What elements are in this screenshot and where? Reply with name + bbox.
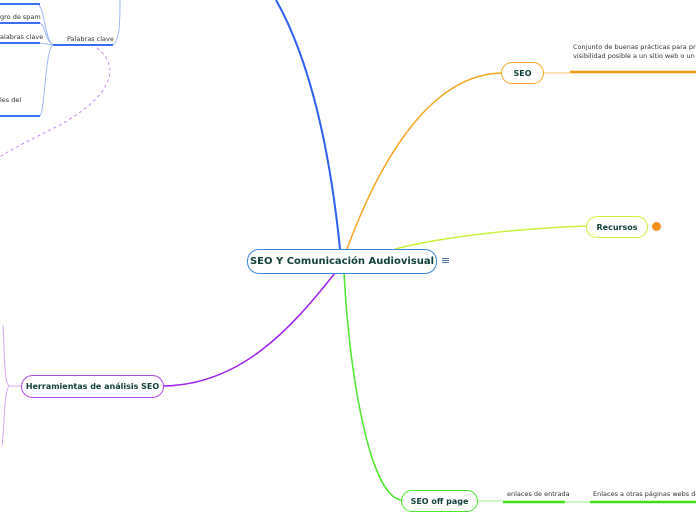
topic-seo[interactable]: SEO [501,62,544,84]
topic-recursos-label: Recursos [596,222,638,232]
topic-herramientas-label: Herramientas de análisis SEO [25,382,160,391]
central-topic-label: SEO Y Comunicación Audiovisual [249,256,435,267]
subtopic-enlaces-entrada[interactable]: enlaces de entrada [507,490,570,498]
topic-seo-off-page-label: SEO off page [410,496,469,506]
subtopic-les-del[interactable]: les del [0,96,22,104]
topic-seo-label: SEO [513,68,532,78]
subtopic-palabras-clave-2[interactable]: alabras clave [0,33,44,41]
marker-dot-icon [652,222,661,231]
topic-recursos[interactable]: Recursos [586,216,648,238]
subtopic-palabras-clave[interactable]: Palabras clave [67,35,114,43]
subtopic-spam[interactable]: gro de spam [0,13,41,21]
subtopic-enlaces-otras-paginas[interactable]: Enlaces a otras páginas webs de inte [593,490,696,498]
seo-note-line-2: visibilidad posible a un sitio web o un … [573,52,696,60]
topic-seo-off-page[interactable]: SEO off page [401,490,478,512]
hamburger-menu-icon[interactable]: ≡ [441,254,451,267]
seo-note-line-1: Conjunto de buenas prácticas para propor… [573,43,696,51]
central-topic[interactable]: SEO Y Comunicación Audiovisual [247,249,437,274]
topic-herramientas[interactable]: Herramientas de análisis SEO [21,375,164,398]
